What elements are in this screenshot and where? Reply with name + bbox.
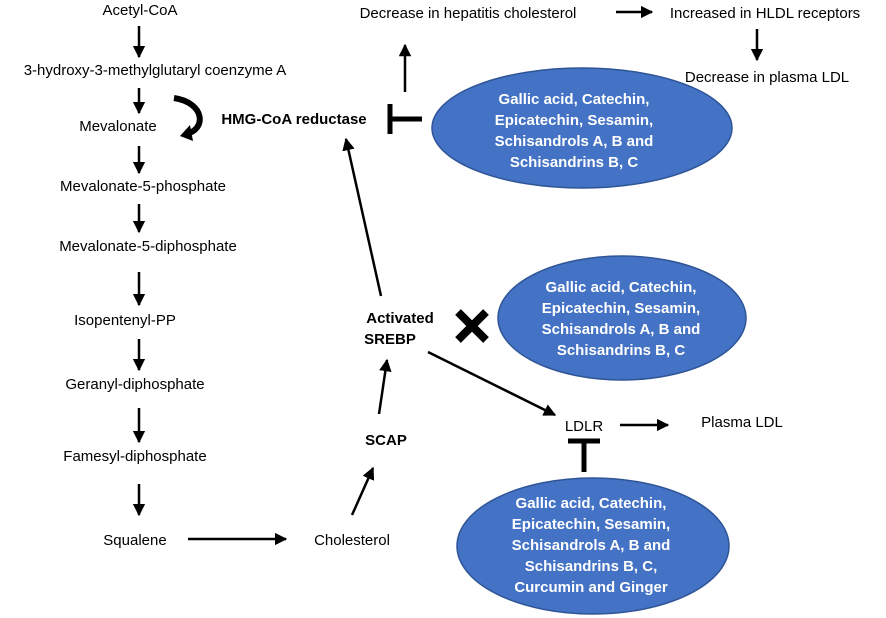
inhibitor-top-line-3: Schisandrols A, B and [495, 133, 654, 150]
inhibitors-top-ellipse: Gallic acid, Catechin, Epicatechin, Sesa… [431, 67, 733, 189]
block-x-icon [455, 309, 489, 343]
decrease-hepatic-cholesterol-label: Decrease in hepatitis cholesterol [360, 5, 577, 22]
inhibitor-bottom-line-4: Schisandrins B, C, [525, 558, 658, 575]
mevalonate-label: Mevalonate [79, 118, 157, 135]
inhibitors-middle-ellipse: Gallic acid, Catechin, Epicatechin, Sesa… [497, 255, 747, 381]
cholesterol-label: Cholesterol [314, 532, 390, 549]
hmg-coa-reductase-label: HMG-CoA reductase [221, 111, 366, 128]
plasma-ldl-label: Plasma LDL [701, 414, 783, 431]
arrow-srebp-to-ldlr [427, 350, 557, 417]
hmg-coa-label: 3-hydroxy-3-methylglutaryl coenzyme A [24, 62, 287, 79]
isopentenyl-pp-label: Isopentenyl-PP [74, 312, 176, 329]
srebp-label-line-2: SREBP [364, 331, 416, 348]
inhibitor-middle-line-4: Schisandrins B, C [557, 342, 686, 359]
mevalonate-5-phosphate-label: Mevalonate-5-phosphate [60, 178, 226, 195]
reductase-curved-arrowhead [180, 125, 193, 141]
srebp-label-line-1: Activated [366, 310, 434, 327]
inhibitor-top-line-2: Epicatechin, Sesamin, [495, 112, 653, 129]
geranyl-diphosphate-label: Geranyl-diphosphate [65, 376, 204, 393]
inhibitor-middle-line-3: Schisandrols A, B and [542, 321, 701, 338]
inhibitor-middle-line-2: Epicatechin, Sesamin, [542, 300, 700, 317]
inhibitors-bottom-ellipse: Gallic acid, Catechin, Epicatechin, Sesa… [456, 477, 730, 615]
inhibitor-bottom-line-2: Epicatechin, Sesamin, [512, 516, 670, 533]
ldlr-label: LDLR [565, 418, 604, 435]
squalene-label: Squalene [103, 532, 166, 549]
decrease-plasma-ldl-label: Decrease in plasma LDL [685, 69, 849, 86]
inhibitor-bottom-line-5: Curcumin and Ginger [514, 579, 668, 596]
scap-label: SCAP [365, 432, 407, 449]
arrow-srebp-to-reductase [342, 137, 383, 297]
inhibitor-middle-line-1: Gallic acid, Catechin, [546, 279, 697, 296]
arrow-cholesterol-to-scap [350, 466, 375, 516]
inhibitor-bottom-line-1: Gallic acid, Catechin, [516, 495, 667, 512]
arrow-scap-to-srebp [377, 358, 392, 415]
mevalonate-5-diphosphate-label: Mevalonate-5-diphosphate [59, 238, 237, 255]
inhibitor-top-line-4: Schisandrins B, C [510, 154, 639, 171]
famesyl-diphosphate-label: Famesyl-diphosphate [63, 448, 206, 465]
increased-hldl-receptors-label: Increased in HLDL receptors [670, 5, 860, 22]
inhibitor-bottom-line-3: Schisandrols A, B and [512, 537, 671, 554]
inhibitor-top-line-1: Gallic acid, Catechin, [499, 91, 650, 108]
acetyl-coa-label: Acetyl-CoA [102, 2, 177, 19]
